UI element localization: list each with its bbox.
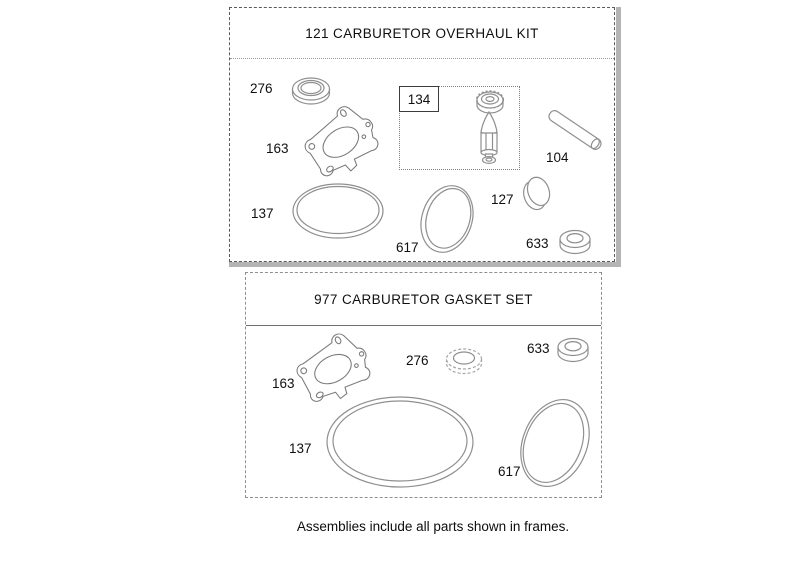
- part-label-127: 127: [491, 192, 514, 207]
- part-label-633-top: 633: [526, 236, 549, 251]
- part-label-137-top: 137: [251, 206, 274, 221]
- part-label-617-bottom: 617: [498, 464, 521, 479]
- part-label-104: 104: [546, 150, 569, 165]
- inset-box-134-label: 134: [399, 86, 439, 112]
- caption: Assemblies include all parts shown in fr…: [296, 519, 570, 534]
- frame-title-gasket-set: 977 CARBURETOR GASKET SET: [246, 273, 601, 326]
- frame-title-overhaul-kit: 121 CARBURETOR OVERHAUL KIT: [230, 8, 614, 59]
- part-label-276-top: 276: [250, 81, 273, 96]
- frame-gasket-set: 977 CARBURETOR GASKET SET: [245, 272, 602, 498]
- part-label-163-top: 163: [266, 141, 289, 156]
- part-label-617-top: 617: [396, 240, 419, 255]
- part-label-137-bottom: 137: [289, 441, 312, 456]
- part-label-276-bottom: 276: [406, 353, 429, 368]
- part-label-633-bottom: 633: [527, 341, 550, 356]
- part-label-163-bottom: 163: [272, 376, 295, 391]
- inset-box-134: 134: [399, 86, 520, 170]
- frame-overhaul-kit: 121 CARBURETOR OVERHAUL KIT: [229, 7, 621, 267]
